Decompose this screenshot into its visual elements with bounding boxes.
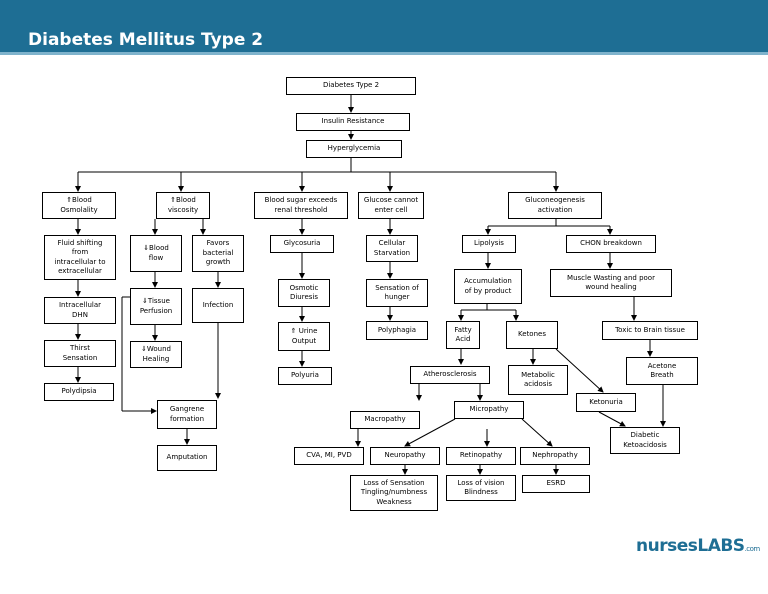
node-lipolysis: Lipolysis — [462, 235, 516, 253]
header-bar: Diabetes Mellitus Type 2 — [0, 0, 768, 55]
node-diabetic-ketoacidosis: Diabetic Ketoacidosis — [610, 427, 680, 454]
node-macropathy: Macropathy — [350, 411, 420, 429]
node-polyphagia: Polyphagia — [366, 321, 428, 340]
logo-part-nurses: nurses — [636, 536, 698, 556]
node-fatty-acid: Fatty Acid — [446, 321, 480, 349]
node-nephropathy: Nephropathy — [520, 447, 590, 465]
node-intracellular-dhn: Intracellular DHN — [44, 297, 116, 324]
header-stripe — [0, 52, 768, 55]
node-amputation: Amputation — [157, 445, 217, 471]
node-cva-mi-pvd: CVA, MI, PVD — [294, 447, 364, 465]
node-diabetes-type2: Diabetes Type 2 — [286, 77, 416, 95]
nurseslabs-logo: nursesLABS.com — [636, 536, 760, 556]
node-loss-of-sensation: Loss of Sensation Tingling/numbness Weak… — [350, 475, 438, 511]
node-blood-flow: ⇓Blood flow — [130, 235, 182, 272]
node-tissue-perfusion: ⇓Tissue Perfusion — [130, 288, 182, 325]
node-muscle-wasting: Muscle Wasting and poor wound healing — [550, 269, 672, 297]
node-polyuria: Polyuria — [278, 367, 332, 385]
node-osmotic-diuresis: Osmotic Diuresis — [278, 279, 330, 307]
node-gluconeogenesis: Gluconeogenesis activation — [508, 192, 602, 219]
node-blood-osmolality: ⇑Blood Osmolality — [42, 192, 116, 219]
node-accumulation: Accumulation of by product — [454, 269, 522, 304]
node-glucose-cannot-enter: Glucose cannot enter cell — [358, 192, 424, 219]
node-chon-breakdown: CHON breakdown — [566, 235, 656, 253]
node-neuropathy: Neuropathy — [370, 447, 440, 465]
node-hyperglycemia: Hyperglycemia — [306, 140, 402, 158]
logo-part-dotcom: .com — [744, 545, 761, 553]
node-atherosclerosis: Atherosclerosis — [410, 366, 490, 384]
node-polydipsia: Polydipsia — [44, 383, 114, 401]
node-micropathy: Micropathy — [454, 401, 524, 419]
node-cellular-starvation: Cellular Starvation — [366, 235, 418, 262]
node-wound-healing: ⇓Wound Healing — [130, 341, 182, 368]
node-urine-output: ⇑ Urine Output — [278, 322, 330, 351]
node-acetone-breath: Acetone Breath — [626, 357, 698, 385]
node-toxic-brain: Toxic to Brain tissue — [602, 321, 698, 340]
page-title: Diabetes Mellitus Type 2 — [28, 30, 264, 50]
node-ketonuria: Ketonuria — [576, 393, 636, 412]
logo-part-labs: LABS — [697, 536, 745, 556]
node-infection: Infection — [192, 288, 244, 323]
node-metabolic-acidosis: Metabolic acidosis — [508, 365, 568, 395]
node-bacterial-growth: Favors bacterial growth — [192, 235, 244, 272]
node-blood-viscosity: ⇑Blood viscosity — [156, 192, 210, 219]
node-thirst-sensation: Thirst Sensation — [44, 340, 116, 367]
node-gangrene-formation: Gangrene formation — [157, 400, 217, 429]
node-insulin-resistance: Insulin Resistance — [296, 113, 410, 131]
node-retinopathy: Retinopathy — [446, 447, 516, 465]
node-renal-threshold: Blood sugar exceeds renal threshold — [254, 192, 348, 219]
node-sensation-hunger: Sensation of hunger — [366, 279, 428, 307]
node-glycosuria: Glycosuria — [270, 235, 334, 253]
node-ketones: Ketones — [506, 321, 558, 349]
node-loss-of-vision: Loss of vision Blindness — [446, 475, 516, 501]
node-fluid-shifting: Fluid shifting from intracellular to ext… — [44, 235, 116, 280]
node-esrd: ESRD — [522, 475, 590, 493]
